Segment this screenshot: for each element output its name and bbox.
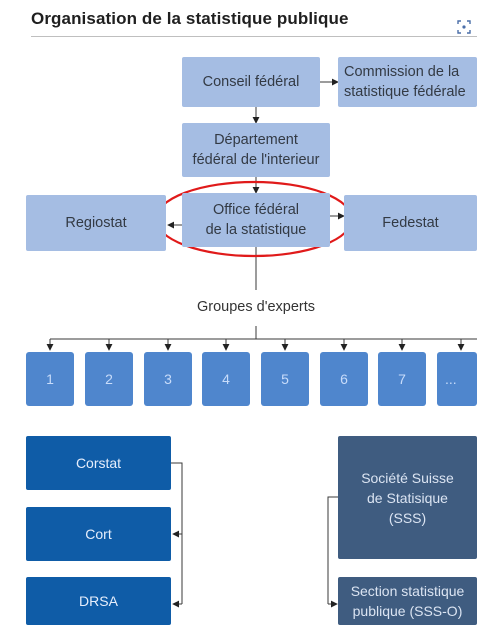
expert-group-7: 7 [378, 352, 426, 406]
expert-group-2: 2 [85, 352, 133, 406]
node-commission-statistique: Commission de la statistique fédérale [338, 57, 477, 107]
node-drsa: DRSA [26, 577, 171, 625]
node-regiostat: Regiostat [26, 195, 166, 251]
node-cort: Cort [26, 507, 171, 561]
node-conseil-federal: Conseil fédéral [182, 57, 320, 107]
expert-group-5: 5 [261, 352, 309, 406]
node-corstat: Corstat [26, 436, 171, 490]
node-departement-federal: Département fédéral de l'interieur [182, 123, 330, 177]
page-title: Organisation de la statistique publique [31, 9, 349, 28]
expert-group-1: 1 [26, 352, 74, 406]
node-fedestat: Fedestat [344, 195, 477, 251]
node-section-statistique-publique: Section statistique publique (SSS-O) [338, 577, 477, 625]
expert-group-more: ... [437, 352, 477, 406]
title-divider [31, 36, 477, 37]
node-societe-suisse-statistique: Société Suisse de Statisique (SSS) [338, 436, 477, 559]
expert-group-6: 6 [320, 352, 368, 406]
groupes-experts-label: Groupes d'experts [196, 299, 316, 315]
expand-icon[interactable] [455, 20, 473, 38]
node-office-federal-statistique: Office fédéral de la statistique [182, 193, 330, 247]
expert-group-4: 4 [202, 352, 250, 406]
expert-group-3: 3 [144, 352, 192, 406]
